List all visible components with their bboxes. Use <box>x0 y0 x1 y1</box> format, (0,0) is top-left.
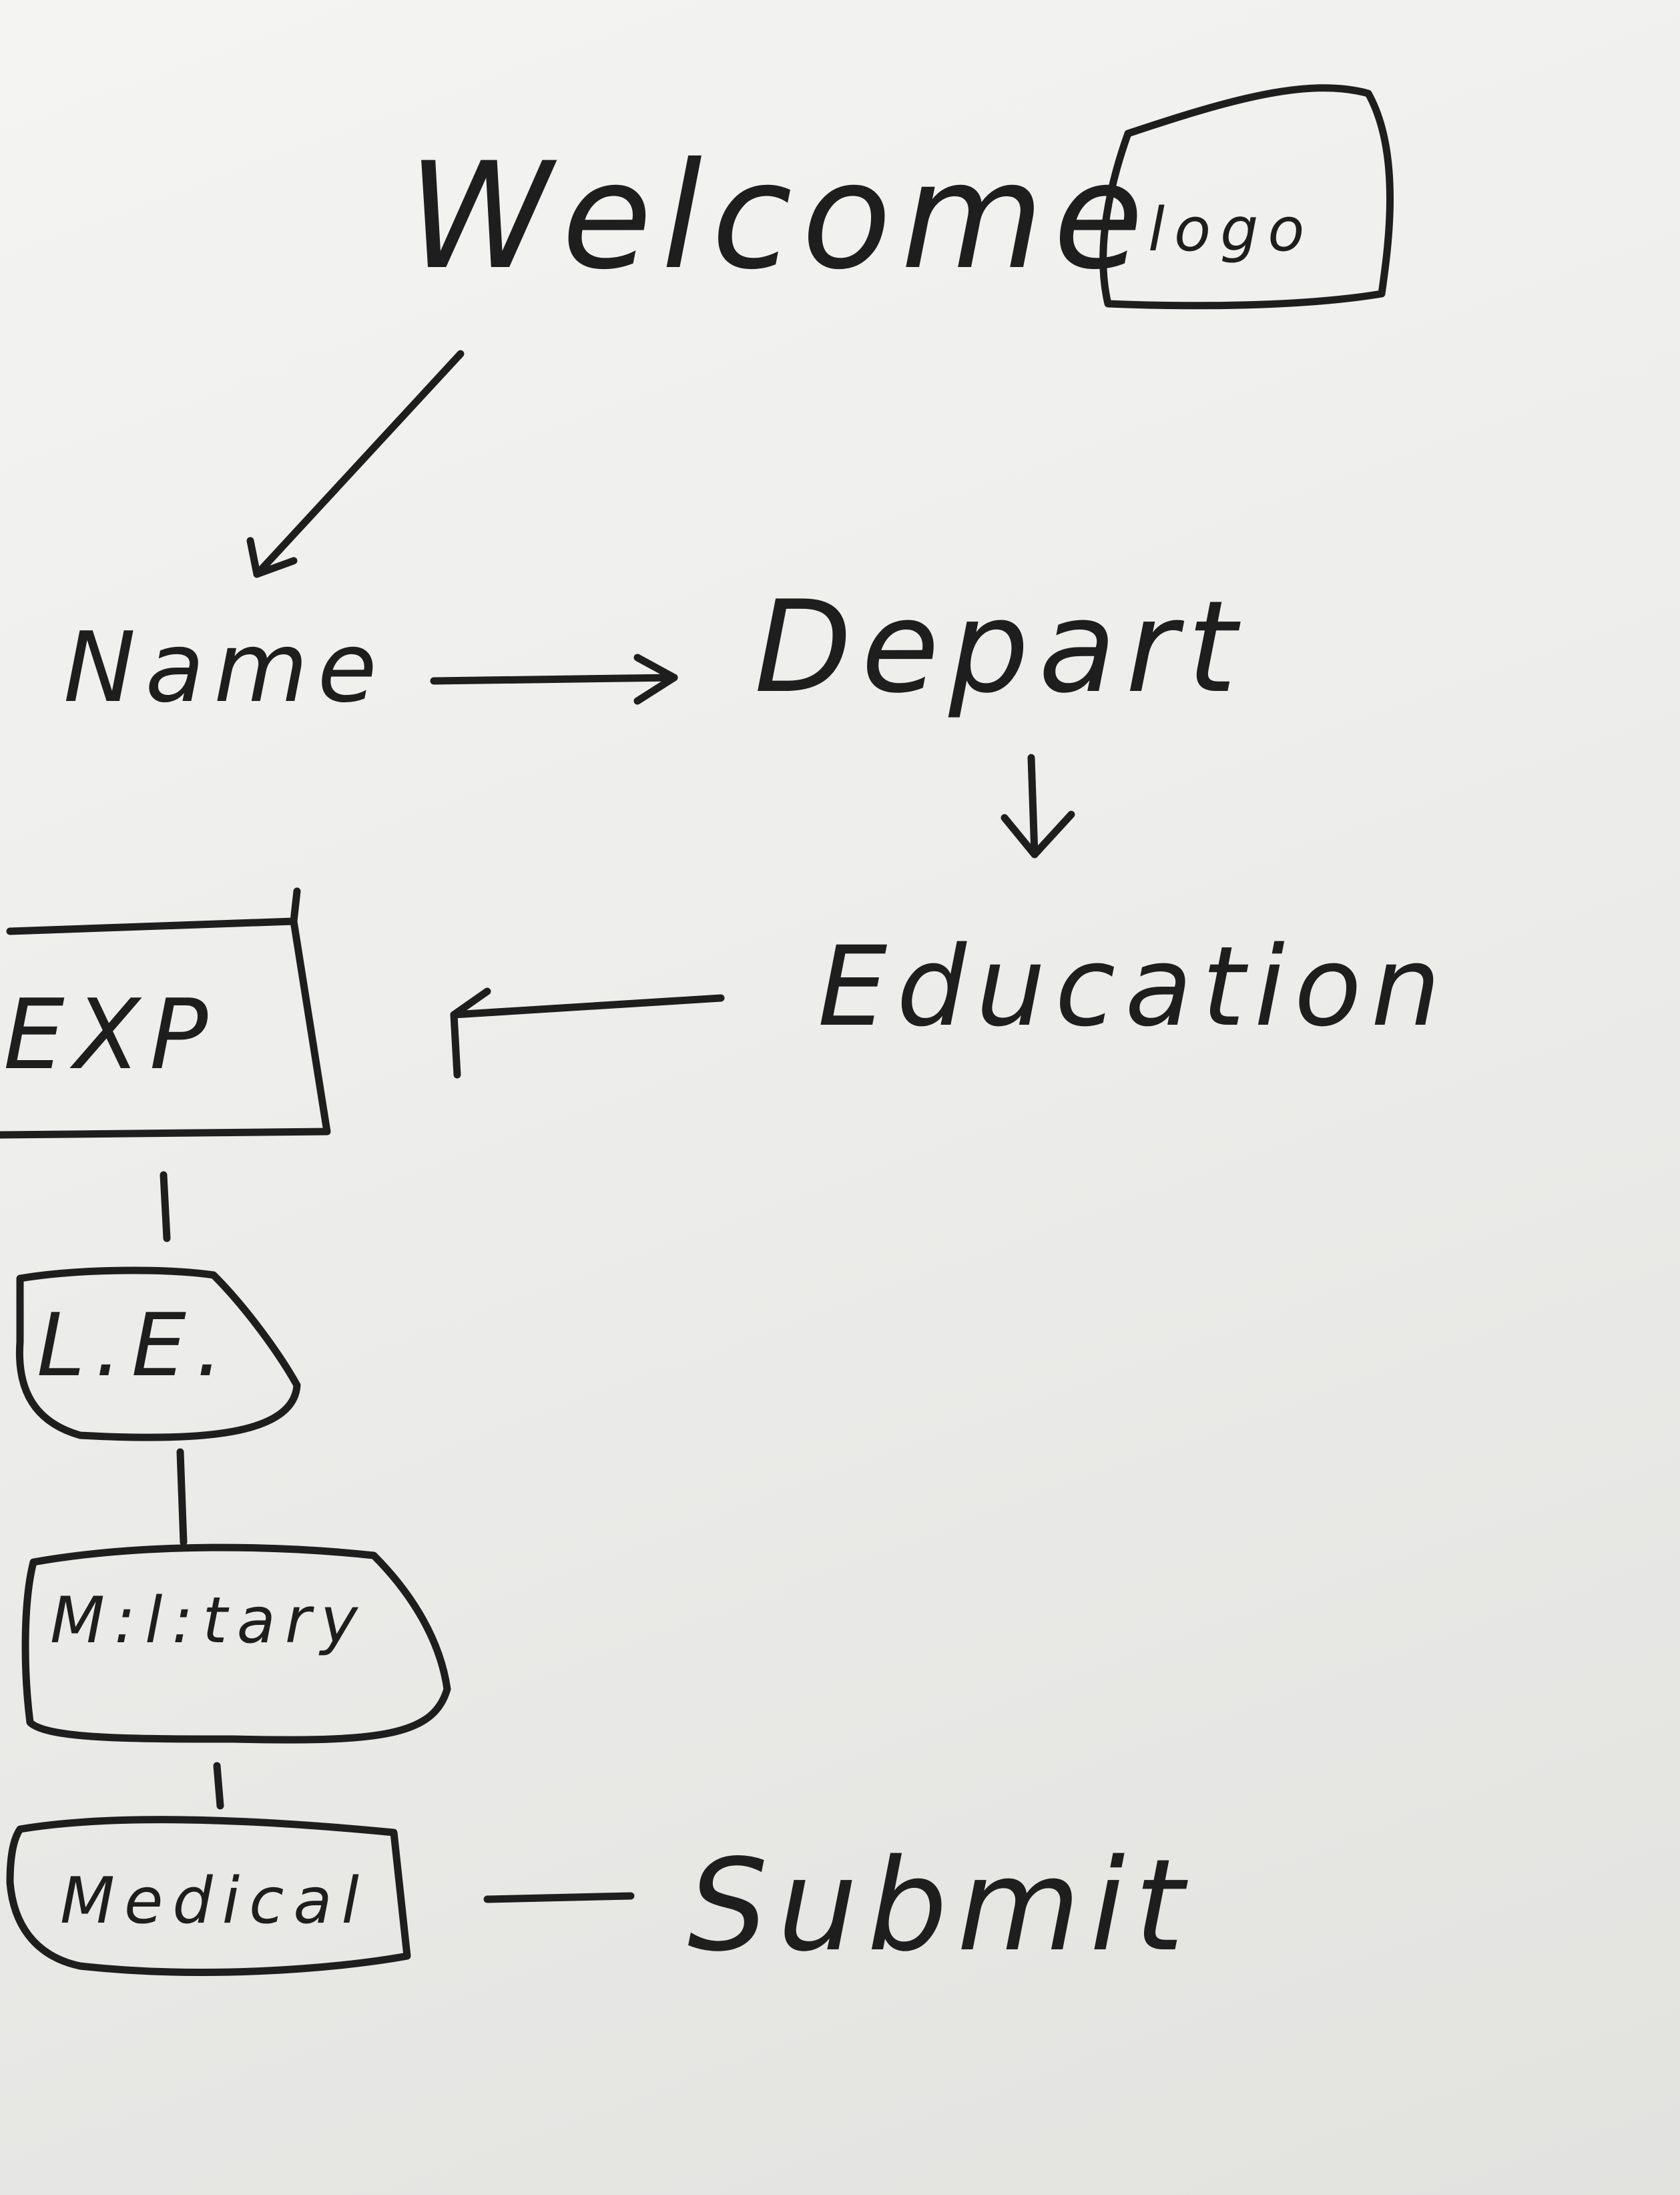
arrow-education-to-exp <box>450 994 725 1019</box>
node-le: L.E. <box>37 1294 232 1396</box>
node-submit: Submit <box>687 1832 1193 1979</box>
arrow-depart-to-education <box>1027 754 1039 859</box>
connector-military-medical <box>213 1762 224 1810</box>
node-exp: EXP <box>3 979 217 1091</box>
arrow-depart-to-education-head <box>1001 810 1075 859</box>
connector-le-military <box>176 1448 188 1546</box>
welcome-title: Welcome <box>407 131 1153 302</box>
node-military: M:l:tary <box>50 1584 367 1658</box>
node-name: Name <box>63 612 386 724</box>
node-education: Education <box>818 923 1450 1051</box>
arrow-welcome-to-name <box>253 350 465 578</box>
connector-medical-submit <box>483 1892 635 1903</box>
arrow-name-to-depart <box>430 674 678 685</box>
connector-exp-le <box>160 1171 171 1242</box>
exp-box <box>0 887 331 1139</box>
logo-label: logo <box>1148 195 1314 265</box>
arrow-education-to-exp-head <box>450 987 491 1079</box>
node-depart: Depart <box>754 573 1246 721</box>
logo-box <box>1099 84 1394 310</box>
le-box <box>15 1266 301 1441</box>
arrow-name-to-depart-head <box>633 654 678 705</box>
arrow-welcome-to-name-head <box>246 537 298 578</box>
node-medical: Medical <box>60 1865 368 1938</box>
medical-box <box>6 1816 411 1976</box>
military-box <box>21 1543 451 1744</box>
